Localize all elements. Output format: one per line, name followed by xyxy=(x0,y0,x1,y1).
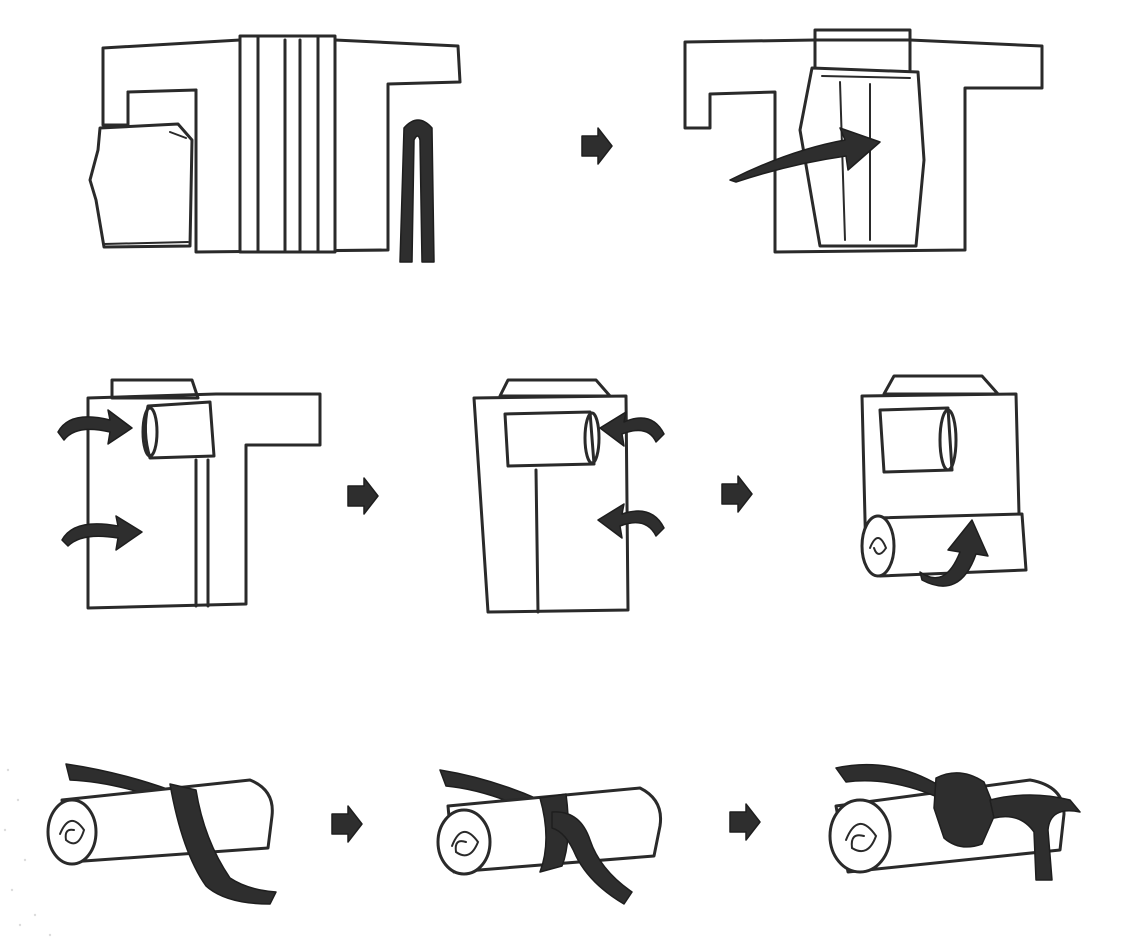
belt-tail-right xyxy=(989,794,1081,881)
sleeve-roll xyxy=(503,410,596,468)
belt-knot xyxy=(933,772,997,848)
paper-texture xyxy=(3,768,52,937)
curved-arrow-icon xyxy=(919,519,989,587)
step-left-fold xyxy=(57,378,322,610)
belt-front xyxy=(169,783,277,905)
step-trousers-on-jacket xyxy=(683,28,1044,254)
uniform-roll xyxy=(60,778,274,864)
belt-hanging xyxy=(399,119,435,263)
step-roll-up xyxy=(860,374,1028,587)
bottom-roll xyxy=(874,512,1028,578)
step-jacket-flat xyxy=(88,34,462,263)
sleeve-roll xyxy=(878,406,954,474)
curved-arrow-icon xyxy=(597,411,665,539)
folded-trousers xyxy=(88,122,194,249)
step-arrow-icon xyxy=(581,127,613,165)
step-belt-under-roll xyxy=(46,763,277,905)
belt-front xyxy=(551,811,633,905)
step-arrow-icon xyxy=(347,477,379,515)
step-arrow-icon xyxy=(721,475,753,513)
step-arrow-icon xyxy=(729,803,761,841)
curved-arrow-icon xyxy=(57,409,143,551)
curved-arrow-icon xyxy=(729,127,881,183)
step-belt-wrapped xyxy=(436,769,663,905)
jacket-inner-panel xyxy=(238,34,337,254)
step-arrow-icon xyxy=(331,805,363,843)
step-right-fold xyxy=(472,378,665,614)
step-belt-knotted xyxy=(828,763,1081,881)
